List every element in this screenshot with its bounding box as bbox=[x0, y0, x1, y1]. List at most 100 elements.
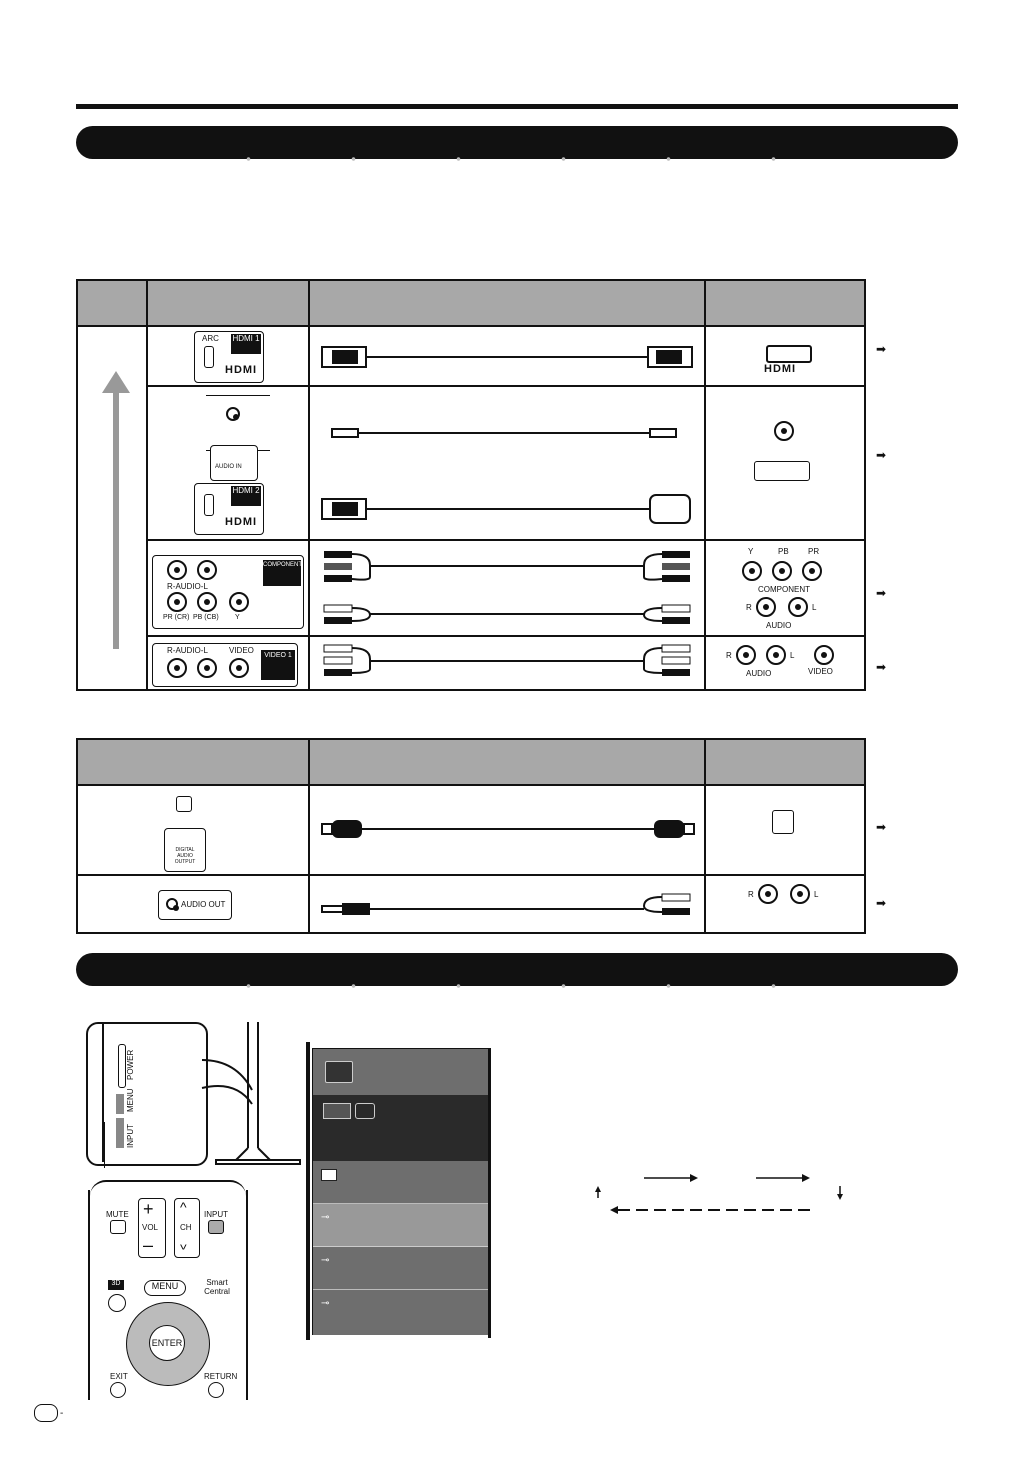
3d-button[interactable] bbox=[108, 1294, 126, 1312]
page-reference-arrow-icon: ➡ bbox=[876, 586, 887, 600]
component-device-cell: Y PB PR COMPONENT R L AUDIO bbox=[704, 539, 866, 637]
hdmi-cable-icon bbox=[321, 346, 693, 368]
tv-side-profile-icon bbox=[201, 1022, 301, 1165]
device-label: PB bbox=[778, 547, 789, 556]
exit-button[interactable] bbox=[110, 1382, 126, 1398]
page-reference-arrow-icon: ➡ bbox=[876, 342, 887, 356]
channel-rocker[interactable]: ^ CH ^ bbox=[174, 1198, 200, 1258]
button-label: INPUT bbox=[126, 1124, 135, 1148]
quality-arrow-icon bbox=[102, 371, 130, 649]
video-terminal-cell: R-AUDIO-L VIDEO VIDEO 1 bbox=[146, 635, 310, 691]
optical-cable-icon bbox=[321, 820, 695, 838]
audio-and-dvi-cable-icon bbox=[321, 428, 691, 524]
device-label: L bbox=[812, 603, 817, 612]
button-label: MUTE bbox=[106, 1210, 129, 1219]
hdmi-logo: HDMI bbox=[764, 363, 797, 375]
hdmi2-badge: HDMI 2 bbox=[231, 486, 261, 506]
optical-terminal-cell: DIGITAL AUDIO OUTPUT bbox=[76, 784, 310, 876]
device-label: R bbox=[748, 890, 754, 899]
tv-icon bbox=[321, 1169, 337, 1181]
3d-button-label: 3D bbox=[108, 1280, 124, 1290]
component-terminal-cell: R-AUDIO-L COMPONENT PR (CR) PB (CB) Y bbox=[146, 539, 310, 637]
button-label: INPUT bbox=[204, 1210, 228, 1219]
device-label: L bbox=[814, 890, 819, 899]
header-cell bbox=[704, 279, 866, 327]
hdmi2-terminal-cell: AUDIO IN HDMI 2 HDMI bbox=[146, 385, 310, 541]
volume-rocker[interactable]: + VOL – bbox=[138, 1198, 166, 1258]
menu-item-input1[interactable]: ⊸ bbox=[313, 1204, 489, 1247]
input-cycle-diagram bbox=[595, 1174, 843, 1214]
component-cable-cell bbox=[308, 539, 706, 637]
hdmi-device-cell: HDMI bbox=[704, 325, 866, 387]
terminal-label: PB (CB) bbox=[193, 614, 219, 621]
input-source-menu: ⊸ ⊸ ⊸ bbox=[312, 1048, 489, 1335]
header-cell bbox=[146, 279, 310, 327]
page-reference-arrow-icon: ➡ bbox=[876, 896, 887, 910]
section-header-bar bbox=[76, 953, 958, 989]
hdmi-cable-cell bbox=[308, 325, 706, 387]
audio-device-cell: R L bbox=[704, 874, 866, 934]
dvi-cable-cell bbox=[308, 385, 706, 541]
header-cell bbox=[76, 738, 310, 786]
input-2-icon: ⊸ bbox=[321, 1255, 330, 1266]
dvi-device-cell bbox=[704, 385, 866, 541]
header-cell bbox=[308, 738, 706, 786]
hdmi-logo: HDMI bbox=[225, 516, 258, 528]
hdmi1-badge: HDMI 1 bbox=[231, 334, 261, 354]
dpad[interactable]: ENTER bbox=[126, 1302, 210, 1386]
device-label: COMPONENT bbox=[758, 585, 810, 594]
enter-button[interactable]: ENTER bbox=[149, 1325, 185, 1361]
terminal-label: AUDIO IN bbox=[215, 464, 242, 470]
optical-device-cell bbox=[704, 784, 866, 876]
terminal-label: R-AUDIO-L bbox=[167, 582, 208, 591]
tv-side-panel-closeup: POWER MENU INPUT bbox=[86, 1022, 208, 1166]
button-label: EXIT bbox=[110, 1372, 128, 1381]
header-cell bbox=[76, 279, 148, 327]
menu-item-input2[interactable]: ⊸ bbox=[313, 1247, 489, 1290]
input-1-icon: ⊸ bbox=[321, 1212, 330, 1223]
menu-header bbox=[313, 1049, 489, 1095]
power-button[interactable] bbox=[118, 1044, 126, 1088]
button-label: CH bbox=[180, 1223, 192, 1232]
input-remote-button[interactable] bbox=[208, 1220, 224, 1234]
header-cell bbox=[704, 738, 866, 786]
device-label: Y bbox=[748, 547, 754, 556]
input-select-icon bbox=[323, 1103, 351, 1119]
optical-port-icon bbox=[772, 810, 794, 834]
terminal-label: ARC bbox=[202, 334, 219, 343]
menu-item-tv[interactable] bbox=[313, 1161, 489, 1204]
input-connection-table: ARC HDMI 1 HDMI HDMI AUDIO IN bbox=[76, 279, 866, 691]
hdmi-port-icon bbox=[766, 345, 812, 363]
language-badge-icon bbox=[34, 1404, 58, 1422]
device-label: R bbox=[726, 651, 732, 660]
page-reference-arrow-icon: ➡ bbox=[876, 660, 887, 674]
menu-button[interactable] bbox=[116, 1094, 124, 1114]
section-header-bar bbox=[76, 126, 958, 162]
audio-out-cable-cell bbox=[308, 874, 706, 934]
mute-button[interactable] bbox=[110, 1220, 126, 1234]
component-cable-icon bbox=[323, 551, 691, 624]
input-box-icon bbox=[355, 1103, 375, 1119]
input-menu-icon bbox=[325, 1061, 353, 1083]
return-button[interactable] bbox=[208, 1382, 224, 1398]
video1-badge: VIDEO 1 bbox=[261, 650, 295, 680]
top-rule bbox=[76, 104, 958, 109]
terminal-label: Y bbox=[235, 614, 240, 621]
hdmi-logo: HDMI bbox=[225, 364, 258, 376]
menu-item-input3[interactable]: ⊸ bbox=[313, 1290, 489, 1335]
optical-port-icon bbox=[176, 796, 192, 812]
audio-out-terminal-cell: AUDIO OUT bbox=[76, 874, 310, 934]
smart-central-button[interactable]: Smart Central bbox=[204, 1278, 230, 1296]
component-badge: COMPONENT bbox=[263, 560, 302, 586]
av-cable-icon bbox=[323, 644, 691, 676]
stereo-cable-icon bbox=[321, 893, 691, 915]
menu-remote-button[interactable]: MENU bbox=[144, 1280, 186, 1296]
remote-control: MUTE + VOL – ^ CH ^ INPUT 3D MENU Smart … bbox=[88, 1180, 248, 1400]
terminal-label: R-AUDIO-L bbox=[167, 646, 208, 655]
input-button[interactable] bbox=[116, 1118, 124, 1148]
quality-column bbox=[76, 325, 148, 691]
button-label: RETURN bbox=[204, 1372, 238, 1381]
video-device-cell: R L AUDIO VIDEO bbox=[704, 635, 866, 691]
device-label: L bbox=[790, 651, 795, 660]
device-label: AUDIO bbox=[746, 669, 772, 678]
